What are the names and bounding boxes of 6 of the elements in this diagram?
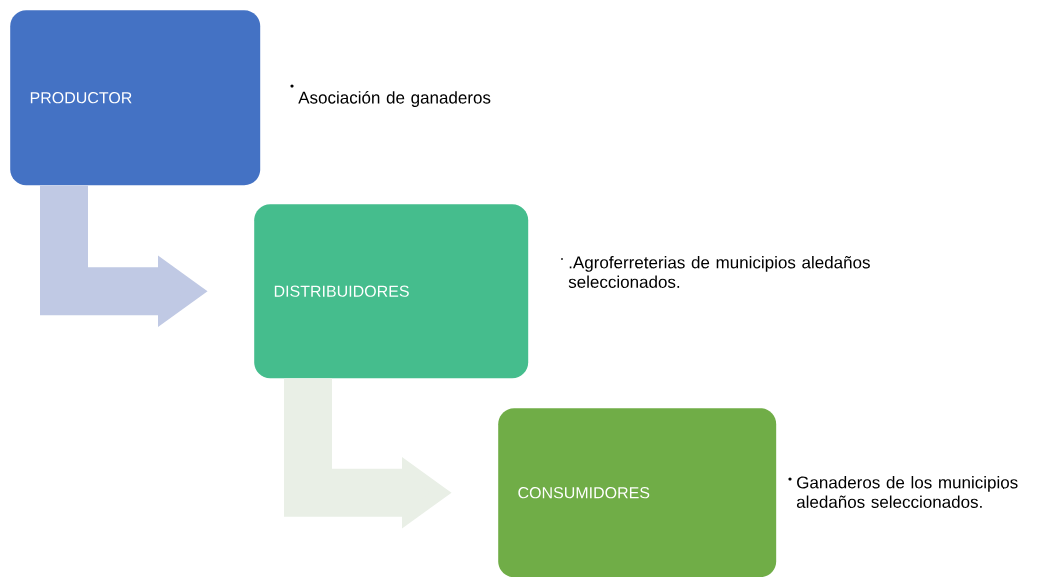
process-box: DISTRIBUIDORES [254, 204, 529, 379]
process-box: CONSUMIDORES [498, 408, 777, 577]
description-text: Ganaderos de los municipios aledaños seleccionados. [796, 476, 1018, 508]
description-text: .Agroferreterias de municipios aledaños seleccionados. [568, 256, 870, 288]
process-box: PRODUCTOR [10, 10, 261, 186]
description-text: Asociación de ganaderos [298, 91, 491, 107]
